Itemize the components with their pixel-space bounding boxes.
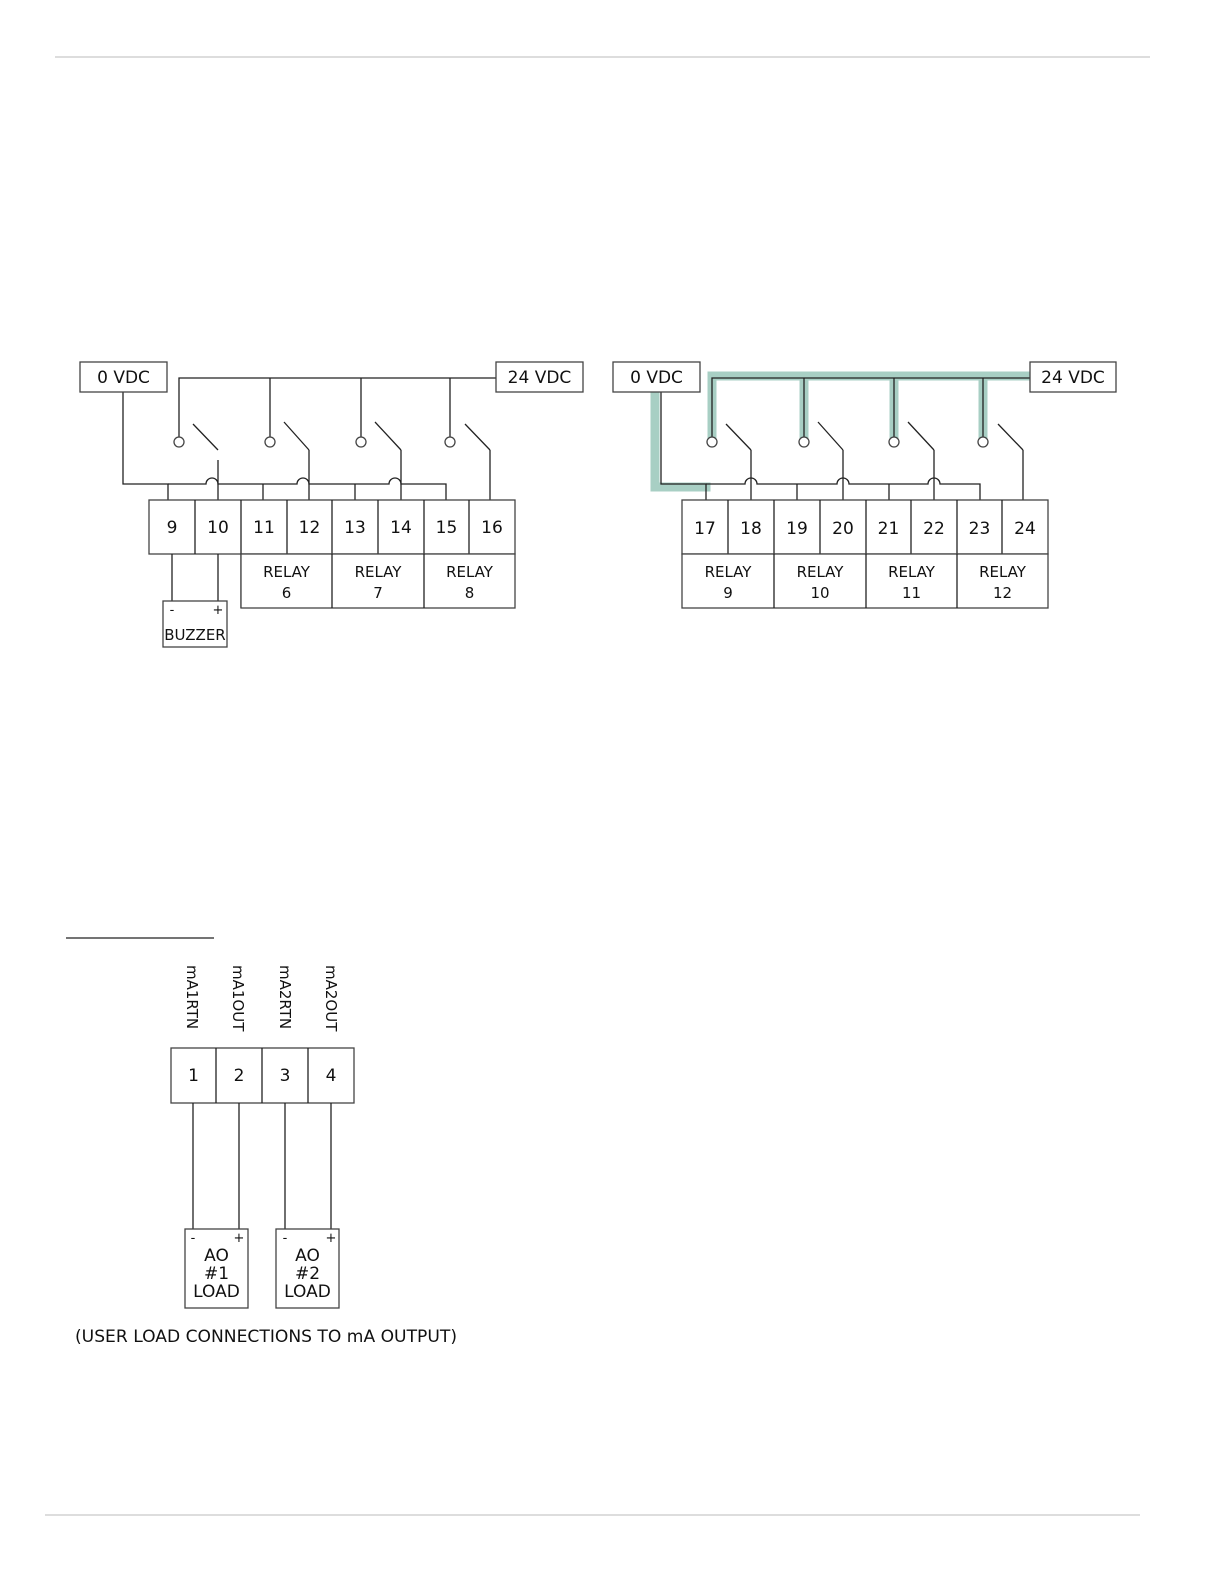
contact-node	[445, 437, 455, 447]
buzzer-pos-sign: +	[213, 603, 224, 618]
terminal-number: 4	[326, 1066, 337, 1086]
ma-output-diagram: mA1RTN mA1OUT mA2RTN mA2OUT 1 2 3 4 - + …	[66, 938, 457, 1347]
signal-label: mA1RTN	[183, 965, 201, 1029]
relay-diagram-right: 0 VDC 24 VDC 17 18 19 20 21 22 23 24 REL…	[613, 362, 1116, 608]
ao1-label: AO	[204, 1246, 229, 1266]
switch-blade	[908, 422, 934, 450]
ao2-load-word: LOAD	[284, 1282, 331, 1302]
supply-label-0vdc: 0 VDC	[97, 368, 150, 388]
diagram-caption: (USER LOAD CONNECTIONS TO mA OUTPUT)	[75, 1327, 457, 1347]
contact-node	[799, 437, 809, 447]
relay-label: RELAY	[705, 563, 753, 581]
relay-label: RELAY	[446, 563, 494, 581]
relay-number: 12	[993, 584, 1012, 602]
terminal-number: 23	[969, 519, 991, 539]
supply-label-24vdc: 24 VDC	[1041, 368, 1105, 388]
signal-label: mA2OUT	[322, 965, 340, 1032]
terminal-number: 22	[923, 519, 945, 539]
buzzer-neg-sign: -	[170, 603, 175, 618]
signal-label: mA2RTN	[276, 965, 294, 1029]
relay-label: RELAY	[263, 563, 311, 581]
switch-blade	[465, 424, 490, 450]
wire-0vdc-right	[661, 392, 706, 500]
relay-label: RELAY	[979, 563, 1027, 581]
terminal-number: 13	[344, 518, 366, 538]
terminal-number: 3	[280, 1066, 291, 1086]
terminal-number: 21	[878, 519, 900, 539]
terminal-number: 12	[299, 518, 321, 538]
terminal-number: 20	[832, 519, 854, 539]
wire-drops-right	[804, 378, 983, 437]
highlight-path-0vdc	[655, 392, 706, 487]
ao2-label: AO	[295, 1246, 320, 1266]
contact-node	[889, 437, 899, 447]
ao1-number: #1	[204, 1264, 229, 1284]
ao1-load-word: LOAD	[193, 1282, 240, 1302]
switch-blade	[818, 422, 843, 450]
relay-number: 11	[902, 584, 921, 602]
relay-label: RELAY	[355, 563, 403, 581]
terminal-number: 19	[786, 519, 808, 539]
contact-node	[265, 437, 275, 447]
terminal-number: 16	[481, 518, 503, 538]
terminal-number: 14	[390, 518, 412, 538]
relay-number: 10	[810, 584, 829, 602]
contact-node	[707, 437, 717, 447]
terminal-number: 2	[234, 1066, 245, 1086]
signal-label: mA1OUT	[229, 965, 247, 1032]
switch-blade	[193, 424, 218, 450]
wire-common-left	[168, 478, 446, 500]
terminal-number: 11	[253, 518, 275, 538]
ao2-pos-sign: +	[326, 1231, 337, 1246]
relay-label: RELAY	[888, 563, 936, 581]
supply-label-0vdc: 0 VDC	[630, 368, 683, 388]
switch-blade	[284, 422, 309, 450]
wire-24vdc-bus-left	[179, 378, 496, 437]
supply-label-24vdc: 24 VDC	[508, 368, 572, 388]
terminal-number: 18	[740, 519, 762, 539]
terminal-block	[682, 500, 1048, 554]
terminal-number: 15	[436, 518, 458, 538]
wire-buzzer	[172, 554, 218, 601]
terminal-number: 1	[188, 1066, 199, 1086]
wire-loads	[193, 1103, 331, 1229]
terminal-number: 17	[694, 519, 716, 539]
terminal-number: 9	[167, 518, 178, 538]
relay-number: 9	[723, 584, 733, 602]
switch-blade	[998, 424, 1023, 450]
switch-blade	[726, 424, 751, 450]
ao1-pos-sign: +	[234, 1231, 245, 1246]
contact-node	[978, 437, 988, 447]
terminal-number: 24	[1014, 519, 1036, 539]
terminal-number: 10	[207, 518, 229, 538]
contact-node	[356, 437, 366, 447]
ao2-number: #2	[295, 1264, 320, 1284]
relay-label: RELAY	[797, 563, 845, 581]
ao1-neg-sign: -	[191, 1231, 196, 1246]
relay-number: 6	[282, 584, 292, 602]
buzzer-label: BUZZER	[164, 626, 225, 644]
relay-diagram-left: 0 VDC 24 VDC 9 10 11 12 13 14 15 16 RELA…	[80, 362, 583, 647]
switch-blade	[375, 422, 401, 450]
ao2-neg-sign: -	[283, 1231, 288, 1246]
wire-0vdc-left	[123, 392, 168, 500]
relay-number: 7	[373, 584, 383, 602]
contact-node	[174, 437, 184, 447]
wire-drops-left	[270, 378, 450, 437]
relay-number: 8	[465, 584, 475, 602]
